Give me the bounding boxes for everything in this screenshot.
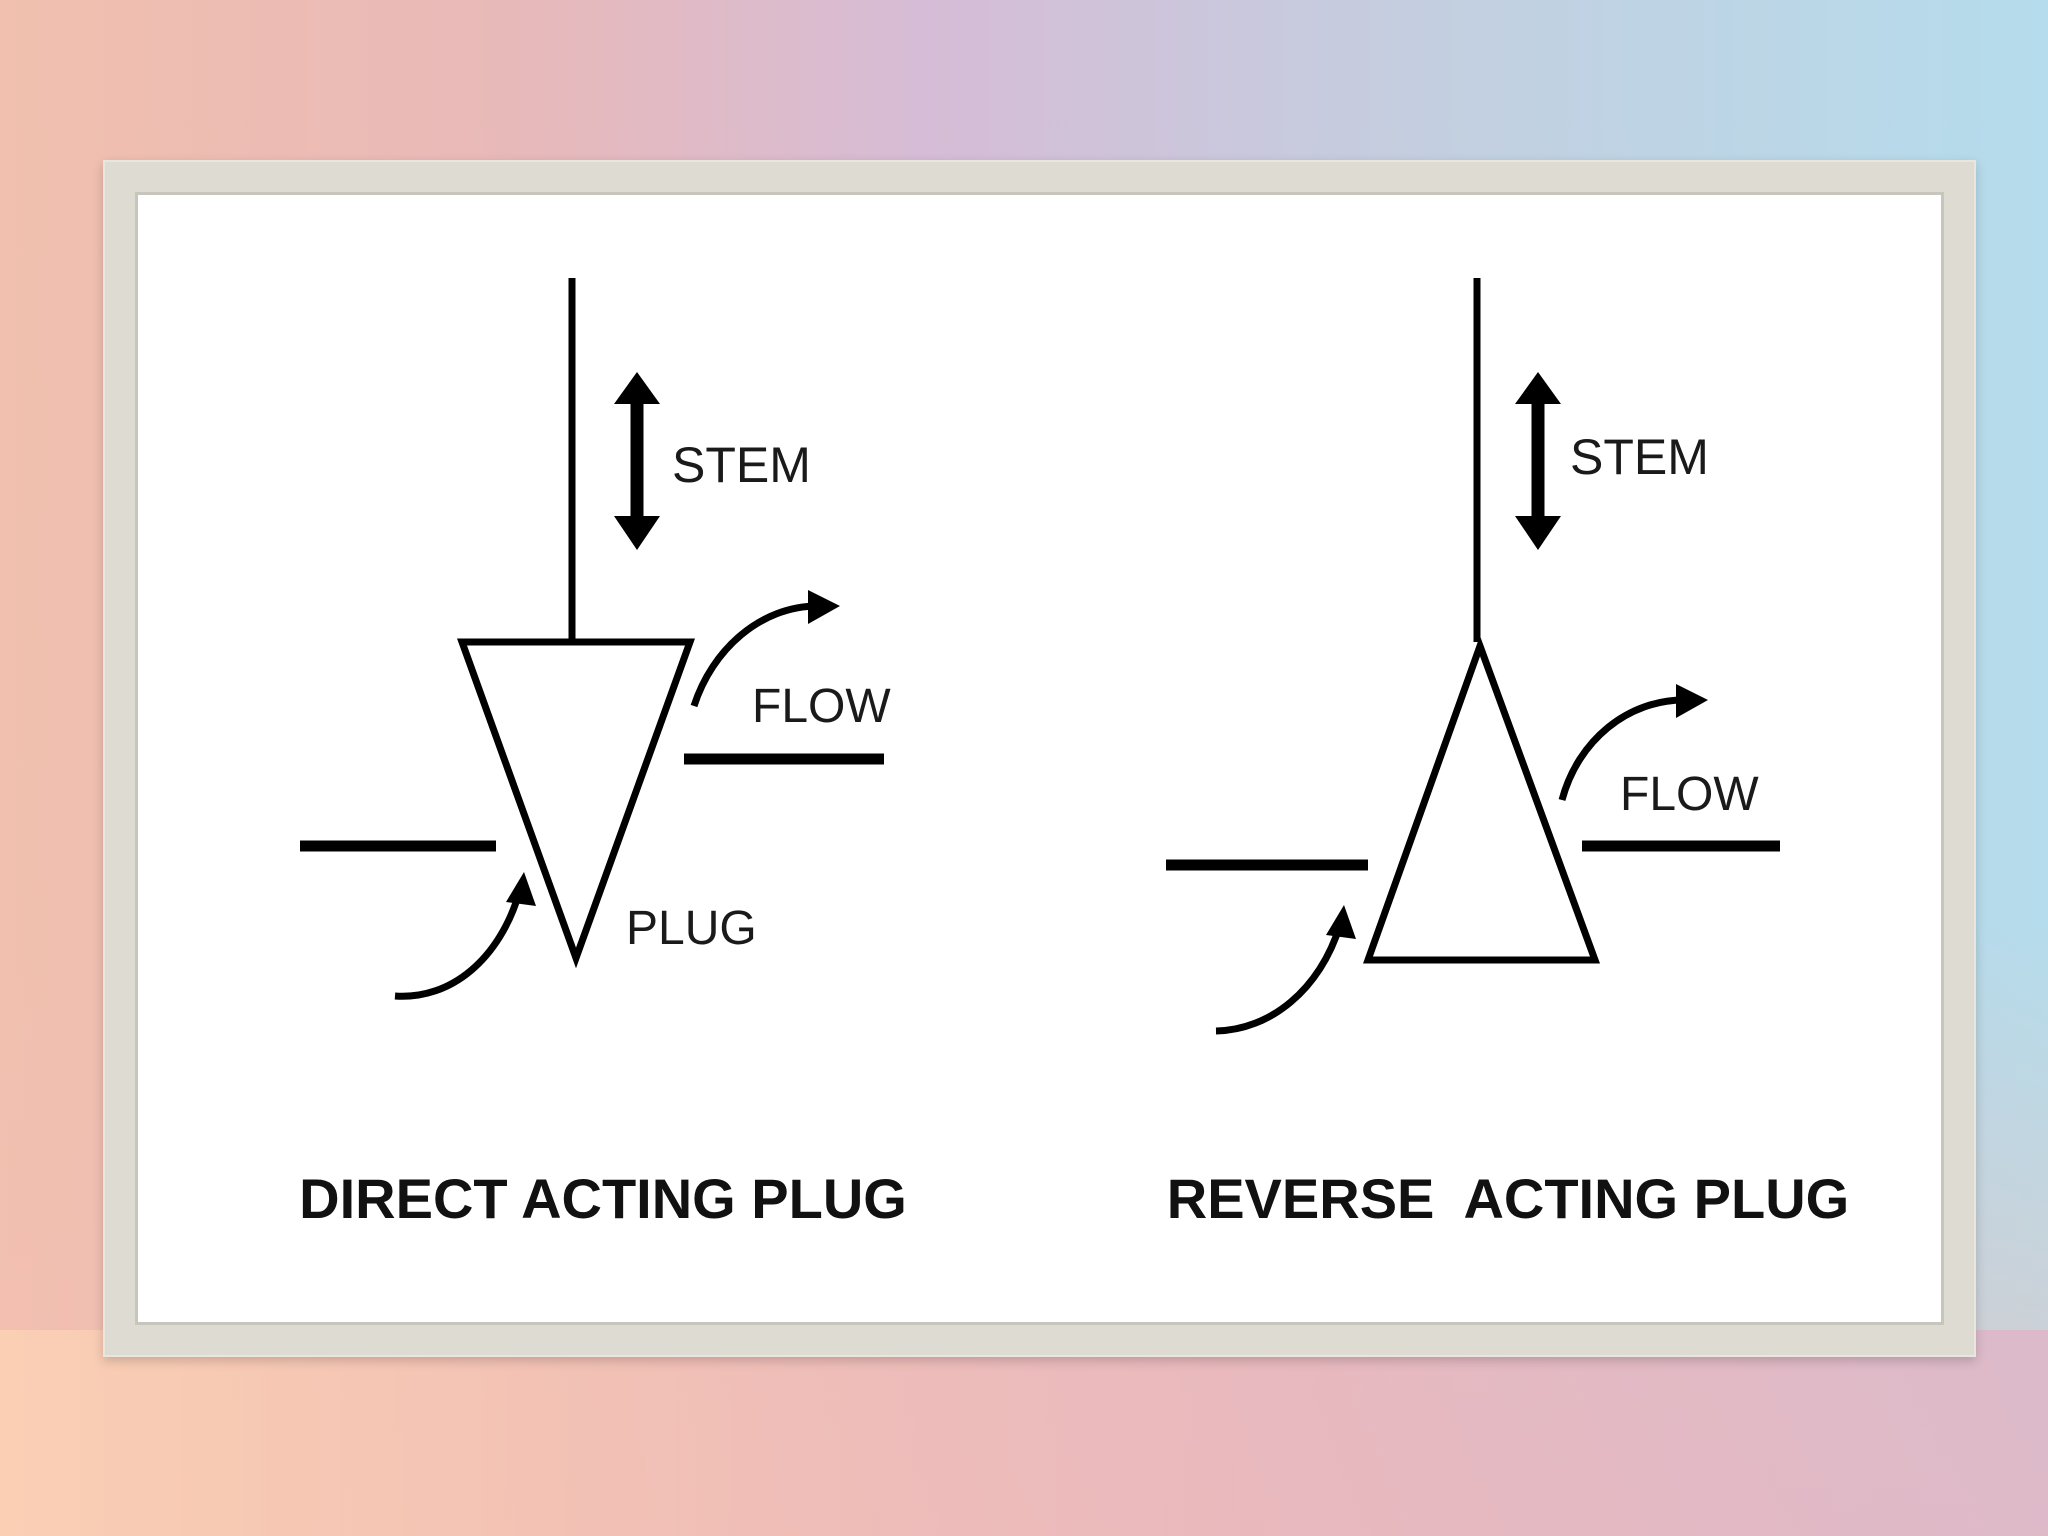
reverse-acting-caption: REVERSE ACTING PLUG (1167, 1167, 1849, 1230)
reverse-plug-triangle (1363, 635, 1601, 964)
direct-flow-label: FLOW (752, 680, 891, 733)
reverse-outlet-flow-arrow-icon (1558, 696, 1685, 801)
direct-stem-double-arrow-icon (614, 372, 660, 550)
picture-frame (103, 160, 1976, 1357)
reverse-stem-label: STEM (1570, 429, 1709, 485)
direct-stem-label: STEM (672, 437, 811, 493)
reverse-stem-double-arrow-icon (1515, 372, 1561, 550)
direct-acting-caption: DIRECT ACTING PLUG (299, 1167, 907, 1230)
direct-inlet-flow-arrow-icon (394, 889, 524, 1000)
page-background-lower (0, 1330, 2048, 1536)
diagram-panel (135, 192, 1944, 1325)
reverse-acting-plug-diagram: STEM FLOW REVERSE ACTING PLUG (1166, 278, 1849, 1230)
direct-plug-label: PLUG (626, 902, 757, 955)
reverse-flow-label: FLOW (1620, 768, 1759, 821)
direct-outlet-flow-arrow-icon (690, 602, 819, 708)
reverse-inlet-flow-arrow-icon (1215, 923, 1344, 1035)
direct-acting-plug-diagram: STEM FLOW PLUG DIRECT ACTING PLUG (299, 278, 907, 1230)
direct-plug-triangle (457, 638, 695, 969)
